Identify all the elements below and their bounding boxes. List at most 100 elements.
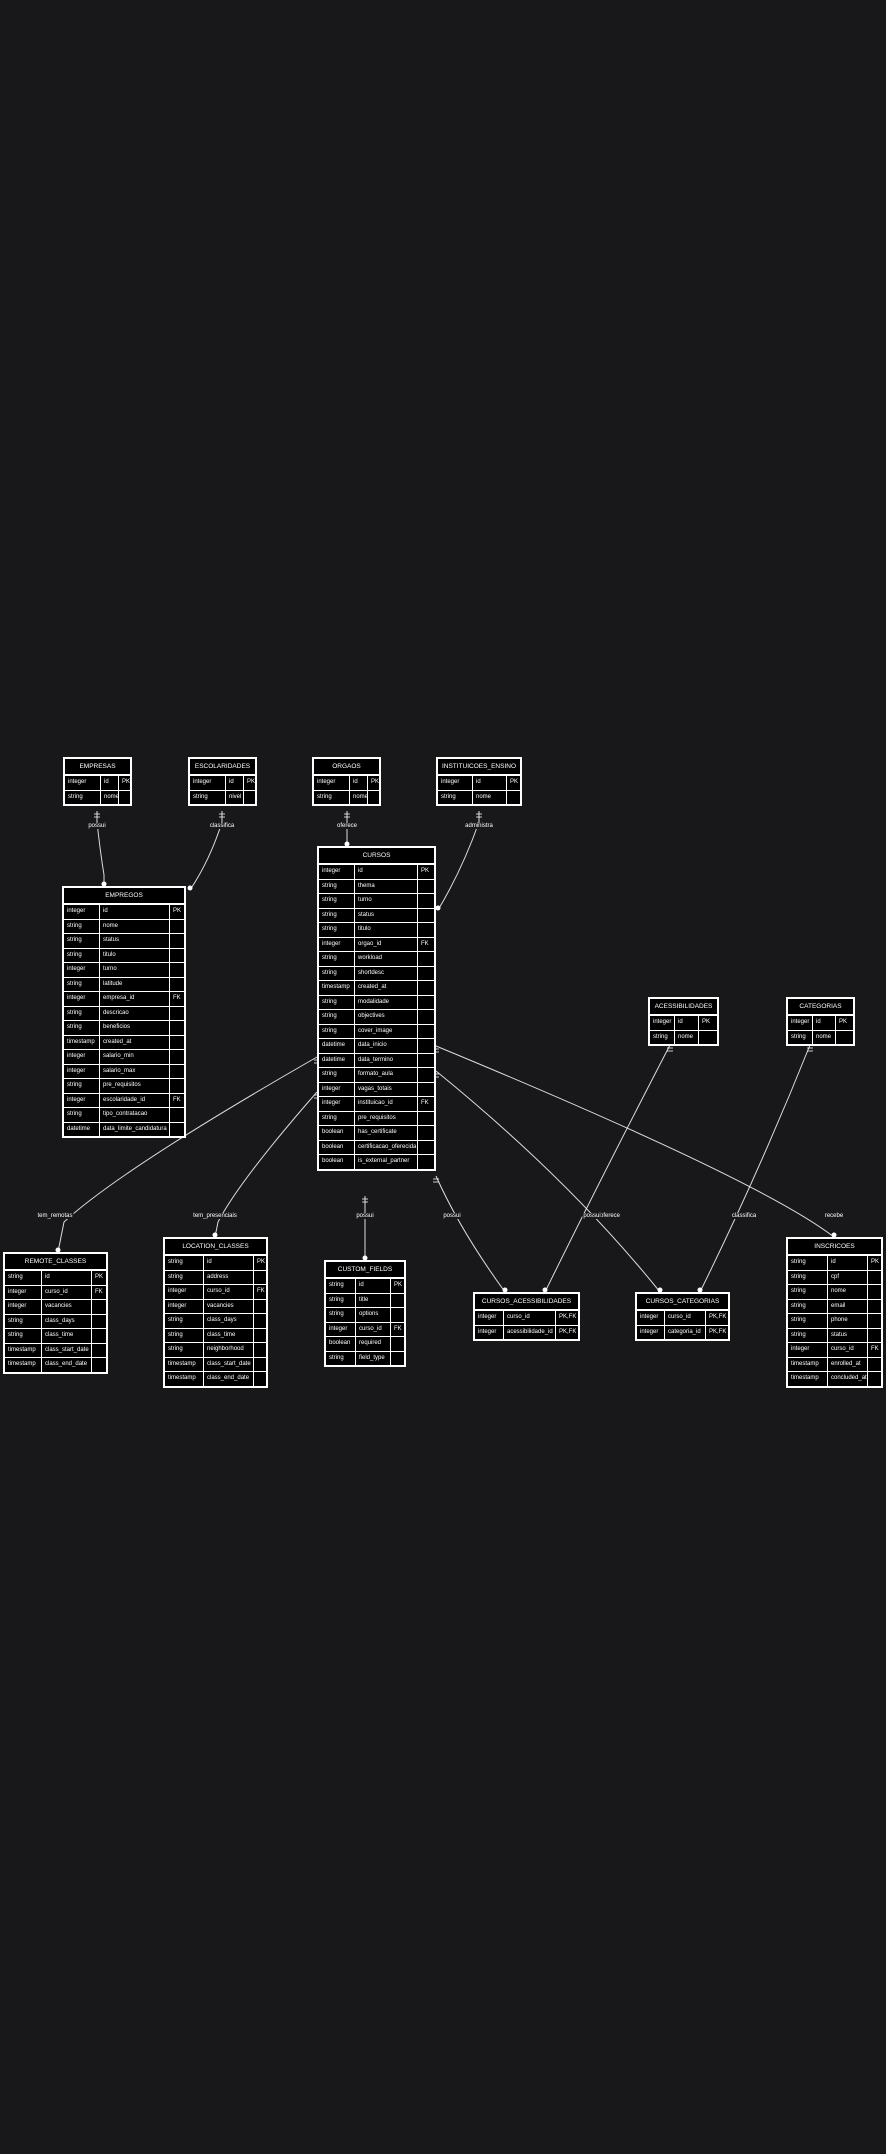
relationship-label: possui bbox=[355, 1213, 375, 1219]
attribute-type: datetime bbox=[67, 1125, 91, 1132]
attribute-key bbox=[867, 1328, 881, 1342]
attribute-type: string bbox=[653, 1033, 668, 1040]
attribute-key bbox=[417, 1024, 434, 1038]
attribute-type: integer bbox=[653, 1019, 672, 1025]
attribute-key bbox=[417, 894, 434, 908]
attribute-type: string bbox=[322, 998, 337, 1005]
attribute-key bbox=[867, 1299, 881, 1313]
attribute-type: string bbox=[322, 1013, 337, 1019]
attribute-key: FK bbox=[867, 1343, 881, 1357]
attribute-type: integer bbox=[640, 1314, 659, 1320]
attribute-name: id bbox=[225, 776, 243, 790]
cardinality-many-marker bbox=[55, 1247, 61, 1253]
attribute-type: string bbox=[329, 1296, 344, 1303]
relationship-label: classifica bbox=[730, 1213, 758, 1219]
attribute-name: shortdesc bbox=[354, 966, 417, 980]
attribute-key bbox=[169, 1021, 184, 1035]
attribute-type: integer bbox=[67, 1053, 86, 1059]
attribute-type: string bbox=[322, 955, 337, 961]
attribute-name: id bbox=[354, 865, 417, 879]
attribute-name: address bbox=[203, 1270, 253, 1284]
cardinality-one-marker bbox=[94, 813, 100, 818]
attribute-name: categoria_id bbox=[664, 1325, 705, 1339]
attribute-key bbox=[417, 1126, 434, 1140]
attribute-type: timestamp bbox=[168, 1375, 196, 1381]
attribute-key: PK bbox=[506, 776, 520, 790]
attribute-name: nome bbox=[349, 790, 367, 804]
attribute-type: string bbox=[791, 1288, 806, 1294]
attribute-type: integer bbox=[67, 1067, 86, 1074]
attribute-type: integer bbox=[8, 1288, 27, 1295]
attribute-type: string bbox=[791, 1331, 806, 1338]
attribute-type: integer bbox=[8, 1303, 27, 1309]
attribute-name: empresa_id bbox=[99, 992, 169, 1006]
attribute-type: integer bbox=[67, 995, 86, 1001]
attribute-name: cpf bbox=[827, 1270, 867, 1284]
attribute-key: FK bbox=[169, 992, 184, 1006]
attribute-key bbox=[243, 790, 255, 804]
attribute-type: string bbox=[67, 980, 82, 987]
attribute-key bbox=[91, 1329, 106, 1343]
attribute-type: string bbox=[8, 1274, 23, 1280]
attribute-type: string bbox=[329, 1354, 344, 1361]
entity-title: CUSTOM_FIELDS bbox=[326, 1262, 404, 1278]
attribute-name: created_at bbox=[99, 1035, 169, 1049]
attribute-type: string bbox=[322, 911, 337, 918]
attribute-type: string bbox=[322, 897, 337, 903]
attribute-key bbox=[91, 1358, 106, 1372]
attribute-key bbox=[253, 1314, 266, 1328]
attribute-type: string bbox=[8, 1317, 23, 1324]
attribute-key bbox=[867, 1372, 881, 1386]
entity-title: CATEGORIAS bbox=[788, 999, 853, 1015]
cardinality-many-marker bbox=[697, 1287, 703, 1293]
attribute-type: integer bbox=[67, 1096, 86, 1103]
attribute-name: curso_id bbox=[827, 1343, 867, 1357]
attribute-name: field_type bbox=[355, 1351, 390, 1365]
attribute-type: integer bbox=[168, 1302, 187, 1309]
cardinality-one-marker bbox=[807, 1047, 813, 1052]
relationship-label: possui bbox=[582, 1213, 602, 1219]
attribute-key bbox=[417, 966, 434, 980]
cardinality-many-marker bbox=[212, 1232, 218, 1238]
attribute-key bbox=[169, 919, 184, 933]
attribute-key bbox=[169, 934, 184, 948]
attribute-name: data_termino bbox=[354, 1053, 417, 1067]
attribute-name: latitude bbox=[99, 977, 169, 991]
attribute-key: FK bbox=[390, 1322, 404, 1336]
attribute-type: string bbox=[317, 793, 332, 800]
attribute-name: nome bbox=[99, 919, 169, 933]
attribute-key bbox=[253, 1328, 266, 1342]
attribute-key bbox=[169, 963, 184, 977]
attribute-key bbox=[417, 1155, 434, 1169]
